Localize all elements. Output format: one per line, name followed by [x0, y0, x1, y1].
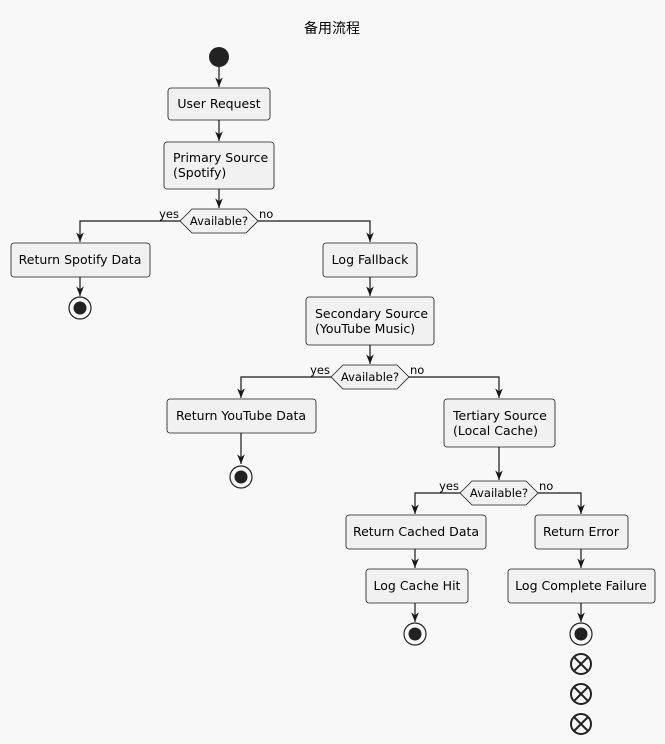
svg-text:Return Spotify Data: Return Spotify Data	[19, 252, 142, 267]
svg-text:User Request: User Request	[177, 96, 260, 111]
start-node	[209, 47, 229, 67]
node-return-youtube: Return YouTube Data	[166, 398, 317, 434]
node-return-cached: Return Cached Data	[345, 514, 487, 550]
stop-node-youtube	[229, 465, 253, 489]
decision-1: Available? yes no	[159, 207, 273, 234]
node-user-request: User Request	[167, 87, 271, 121]
decision-2: Available? yes no	[310, 363, 424, 390]
svg-text:(Local Cache): (Local Cache)	[453, 423, 538, 438]
branch-label-yes: yes	[439, 479, 459, 493]
svg-text:Secondary Source: Secondary Source	[315, 306, 428, 321]
branch-label-yes: yes	[159, 207, 179, 221]
branch-label-no: no	[539, 479, 553, 493]
svg-text:(Spotify): (Spotify)	[173, 165, 226, 180]
decision-3: Available? yes no	[439, 479, 553, 506]
edge-decision1-no	[258, 220, 374, 242]
svg-text:Available?: Available?	[341, 370, 399, 384]
flow-end-icon	[570, 653, 592, 675]
flow-end-icon	[570, 713, 592, 735]
edge-decision2-yes	[237, 376, 331, 398]
stop-node-spotify	[68, 296, 92, 320]
stop-node-cache	[403, 622, 427, 646]
svg-text:(YouTube Music): (YouTube Music)	[315, 321, 415, 336]
svg-text:Log Cache Hit: Log Cache Hit	[374, 578, 461, 593]
edge-decision1-yes	[76, 220, 180, 242]
svg-text:Return Error: Return Error	[543, 524, 620, 539]
svg-text:Log Fallback: Log Fallback	[332, 252, 409, 267]
node-log-cache-hit: Log Cache Hit	[365, 568, 469, 604]
node-return-error: Return Error	[534, 514, 629, 550]
node-return-spotify: Return Spotify Data	[10, 242, 151, 278]
edge-decision2-no	[409, 376, 503, 398]
svg-text:Return YouTube Data: Return YouTube Data	[176, 408, 306, 423]
branch-label-no: no	[259, 207, 273, 221]
branch-label-no: no	[410, 363, 424, 377]
svg-text:Tertiary Source: Tertiary Source	[452, 408, 547, 423]
node-secondary-source: Secondary Source (YouTube Music)	[305, 296, 435, 346]
node-log-fallback: Log Fallback	[322, 242, 418, 278]
flow-end-icon	[570, 683, 592, 705]
edges	[76, 67, 585, 622]
edge-decision3-no	[538, 492, 585, 514]
node-primary-source: Primary Source (Spotify)	[163, 141, 275, 190]
svg-text:Available?: Available?	[470, 486, 528, 500]
edge-decision3-yes	[411, 492, 460, 514]
stop-node-failure	[569, 622, 593, 646]
svg-text:Available?: Available?	[190, 214, 248, 228]
svg-text:Primary Source: Primary Source	[173, 150, 269, 165]
node-tertiary-source: Tertiary Source (Local Cache)	[443, 398, 556, 448]
node-log-complete-failure: Log Complete Failure	[507, 568, 656, 604]
svg-text:Log Complete Failure: Log Complete Failure	[515, 578, 647, 593]
svg-text:Return Cached Data: Return Cached Data	[353, 524, 479, 539]
diagram-title: 备用流程	[304, 20, 360, 37]
branch-label-yes: yes	[310, 363, 330, 377]
